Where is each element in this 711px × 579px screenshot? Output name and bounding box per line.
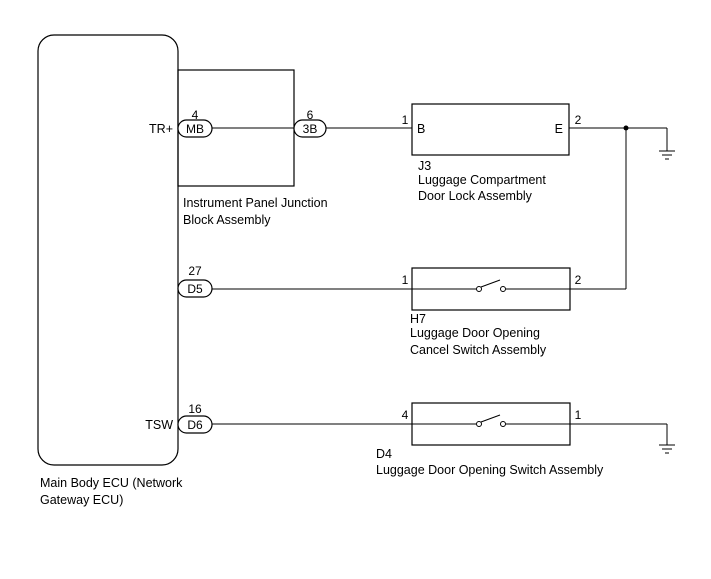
junction-block-name-line2: Block Assembly xyxy=(183,213,271,227)
mb-connector-label: MB xyxy=(186,122,204,136)
d6-connector-label: D6 xyxy=(187,418,203,432)
ecu-name-line2: Gateway ECU) xyxy=(40,493,123,507)
j3-terminal-b: B xyxy=(417,122,425,136)
mb-connector xyxy=(177,119,213,138)
h7-switch-icon xyxy=(412,279,570,292)
j3-code: J3 xyxy=(418,159,431,173)
main-body-ecu-box xyxy=(37,34,179,466)
d4-pin-right: 1 xyxy=(575,408,582,422)
ecu-name-line1: Main Body ECU (Network xyxy=(40,476,183,490)
mb-pin-number: 4 xyxy=(192,108,199,122)
j3-name-line1: Luggage Compartment xyxy=(418,173,546,187)
junction-block-name-line1: Instrument Panel Junction xyxy=(183,196,328,210)
d4-switch-icon xyxy=(412,414,570,427)
j3-box xyxy=(411,103,570,156)
j3-pin-right: 2 xyxy=(575,113,582,127)
h7-code: H7 xyxy=(410,312,426,326)
h7-name-line2: Cancel Switch Assembly xyxy=(410,343,547,357)
j3-terminal-e: E xyxy=(555,122,563,136)
d6-pin-number: 16 xyxy=(188,402,202,416)
ground-icon-lower xyxy=(659,424,675,454)
ecu-tr-plus-label: TR+ xyxy=(149,122,173,136)
3b-connector xyxy=(293,119,327,138)
d4-name-line1: Luggage Door Opening Switch Assembly xyxy=(376,463,604,477)
d4-pin-left: 4 xyxy=(402,408,409,422)
3b-pin-number: 6 xyxy=(307,108,314,122)
d5-connector-label: D5 xyxy=(187,282,203,296)
d4-code: D4 xyxy=(376,447,392,461)
j3-name-line2: Door Lock Assembly xyxy=(418,189,533,203)
ground-icon-upper xyxy=(659,128,675,160)
ecu-tsw-label: TSW xyxy=(145,418,173,432)
d5-pin-number: 27 xyxy=(188,264,202,278)
h7-pin-left: 1 xyxy=(402,273,409,287)
j3-pin-left: 1 xyxy=(402,113,409,127)
h7-name-line1: Luggage Door Opening xyxy=(410,326,540,340)
h7-pin-right: 2 xyxy=(575,273,582,287)
3b-connector-label: 3B xyxy=(303,122,318,136)
